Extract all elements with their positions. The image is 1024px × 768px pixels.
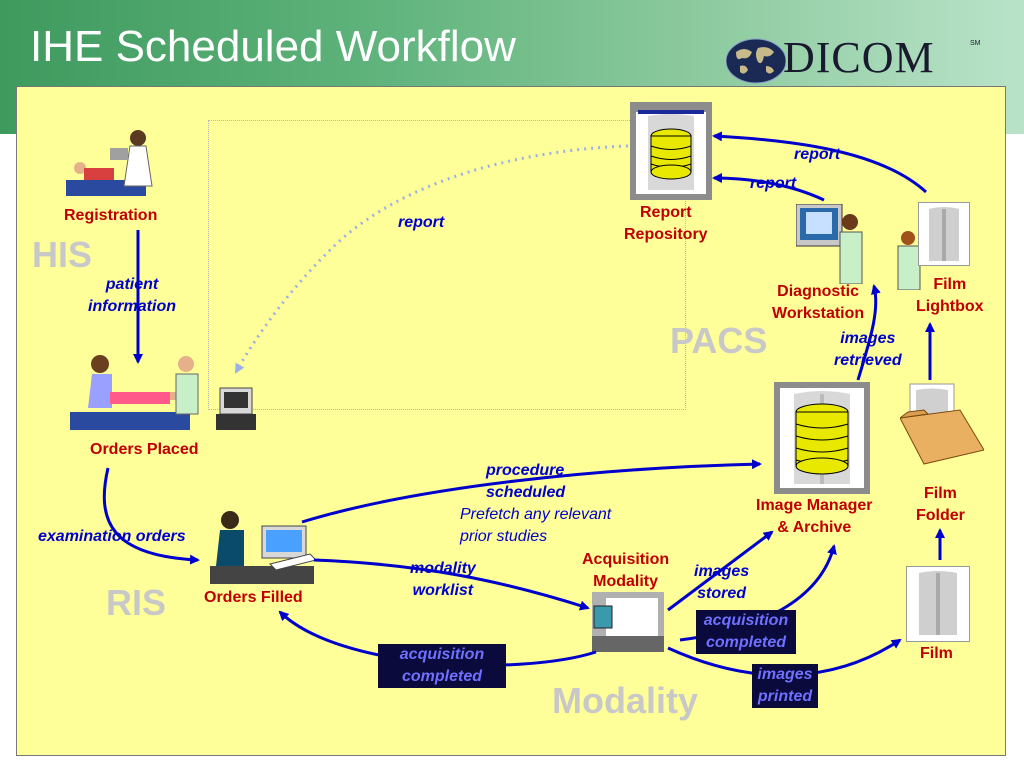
arrow-report-to-orders-placed xyxy=(234,144,629,374)
arrow-examination-orders xyxy=(102,467,200,565)
report-repository-icon xyxy=(630,102,712,200)
globe-icon xyxy=(725,38,787,84)
node-label-orders-filled: Orders Filled xyxy=(204,589,303,606)
film-xray-image xyxy=(906,566,970,642)
page-title: IHE Scheduled Workflow xyxy=(30,22,516,71)
arrow-images-stored xyxy=(667,530,774,612)
orders-placed-scene-icon xyxy=(70,350,256,434)
system-label-his: HIS xyxy=(32,234,93,275)
film-folder-icon xyxy=(899,382,985,466)
system-label-modality: Modality xyxy=(552,680,699,721)
arrow-report-from-workstation xyxy=(712,173,825,202)
arrow-procedure-scheduled xyxy=(301,459,762,524)
system-label-ris: RIS xyxy=(106,582,167,623)
film-lightbox-xray-image xyxy=(918,202,970,266)
node-label-film: Film xyxy=(920,645,953,662)
diagnostic-workstation-icon xyxy=(795,203,870,285)
radiologist-at-lightbox-icon xyxy=(894,230,928,291)
node-label-image-manager-archive: Image Manager& Archive xyxy=(756,497,873,536)
orders-filled-clerk-icon xyxy=(210,506,320,584)
logo-text: DICOM xyxy=(783,33,935,82)
transaction-label-examination-orders: examination orders xyxy=(38,528,186,545)
node-label-orders-placed: Orders Placed xyxy=(90,441,199,458)
logo-service-mark: SM xyxy=(970,40,981,47)
arrow-images-retrieved xyxy=(856,284,881,381)
system-label-pacs: PACS xyxy=(670,320,768,361)
arrow-report-from-lightbox xyxy=(712,131,928,194)
image-manager-archive-icon xyxy=(774,382,870,494)
transaction-label-report-from-workstation: report xyxy=(750,175,797,192)
node-label-registration: Registration xyxy=(64,207,158,224)
transaction-label-report-from-lightbox: report xyxy=(794,146,841,163)
transaction-label-report-to-orders: report xyxy=(398,214,445,231)
dicom-logo: DICOM SM xyxy=(725,33,986,88)
acquisition-modality-icon xyxy=(592,592,664,652)
arrow-modality-worklist xyxy=(313,558,590,611)
pacs-boundary xyxy=(208,120,686,410)
registration-clerk-icon xyxy=(66,124,162,200)
